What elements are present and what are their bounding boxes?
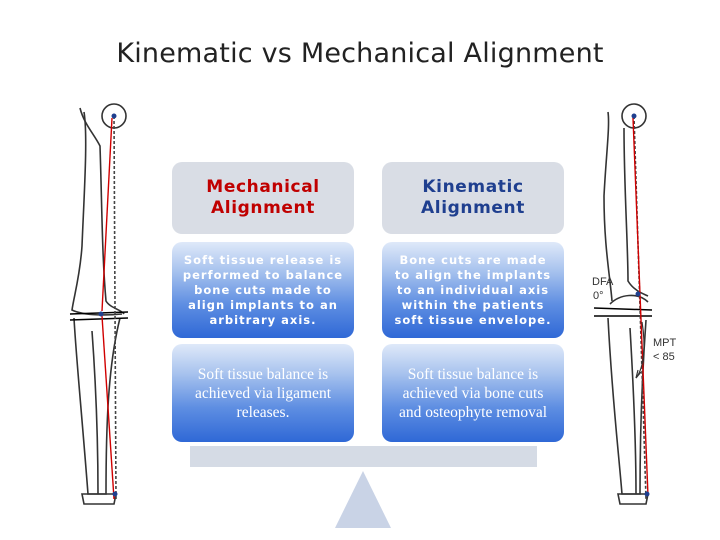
balance-beam <box>190 446 537 467</box>
right-leg-bone-figure <box>586 96 686 516</box>
kinematic-balance-cell: Soft tissue balance is achieved via bone… <box>382 344 564 442</box>
dfa-angle-label: 0° <box>593 290 604 302</box>
mechanical-alignment-header: Mechanical Alignment <box>172 162 354 234</box>
kinematic-alignment-header: Kinematic Alignment <box>382 162 564 234</box>
left-leg-bone-figure <box>62 96 142 516</box>
dfa-label: DFA <box>592 276 614 288</box>
balance-fulcrum <box>333 471 393 534</box>
mechanical-description-cell: Soft tissue release is performed to bala… <box>172 242 354 338</box>
mpt-label: MPT <box>653 337 677 349</box>
kinematic-description-cell: Bone cuts are made to align the implants… <box>382 242 564 338</box>
mpt-angle-label: < 85 <box>653 351 675 363</box>
slide-title: Kinematic vs Mechanical Alignment <box>116 38 604 69</box>
mechanical-balance-cell: Soft tissue balance is achieved via liga… <box>172 344 354 442</box>
